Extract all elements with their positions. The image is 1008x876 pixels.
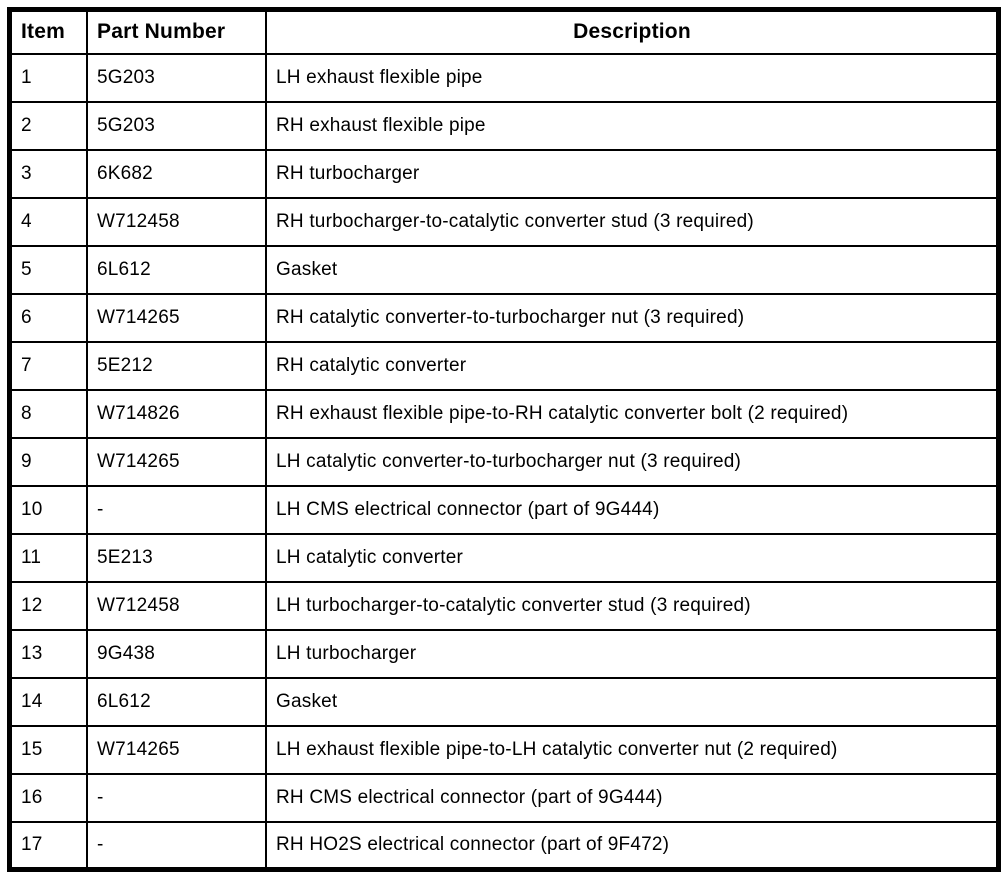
- cell-part-number: W712458: [86, 196, 267, 247]
- cell-item: 15: [8, 724, 88, 775]
- cell-part-number: -: [86, 484, 267, 535]
- cell-description: RH turbocharger-to-catalytic converter s…: [265, 196, 1000, 247]
- table-row: 10-LH CMS electrical connector (part of …: [8, 484, 1000, 535]
- cell-part-number: W712458: [86, 580, 267, 631]
- cell-description: RH turbocharger: [265, 148, 1000, 199]
- column-header-description: Description: [265, 8, 1000, 55]
- column-header-part-number: Part Number: [86, 8, 267, 55]
- cell-description: RH CMS electrical connector (part of 9G4…: [265, 772, 1000, 823]
- parts-table-header: Item Part Number Description: [8, 8, 1000, 55]
- cell-description: LH catalytic converter: [265, 532, 1000, 583]
- cell-item: 13: [8, 628, 88, 679]
- cell-description: RH exhaust flexible pipe: [265, 100, 1000, 151]
- cell-item: 3: [8, 148, 88, 199]
- cell-part-number: 5G203: [86, 52, 267, 103]
- cell-description: RH catalytic converter: [265, 340, 1000, 391]
- cell-part-number: 5E212: [86, 340, 267, 391]
- cell-description: LH exhaust flexible pipe: [265, 52, 1000, 103]
- cell-item: 14: [8, 676, 88, 727]
- cell-part-number: 6L612: [86, 676, 267, 727]
- cell-item: 12: [8, 580, 88, 631]
- cell-item: 16: [8, 772, 88, 823]
- table-row: 17-RH HO2S electrical connector (part of…: [8, 820, 1000, 871]
- cell-item: 7: [8, 340, 88, 391]
- cell-part-number: W714265: [86, 436, 267, 487]
- cell-item: 9: [8, 436, 88, 487]
- cell-description: LH exhaust flexible pipe-to-LH catalytic…: [265, 724, 1000, 775]
- cell-item: 8: [8, 388, 88, 439]
- cell-description: Gasket: [265, 244, 1000, 295]
- cell-part-number: 6K682: [86, 148, 267, 199]
- cell-description: Gasket: [265, 676, 1000, 727]
- cell-item: 17: [8, 820, 88, 871]
- cell-part-number: 5G203: [86, 100, 267, 151]
- cell-part-number: W714826: [86, 388, 267, 439]
- cell-description: LH turbocharger: [265, 628, 1000, 679]
- cell-item: 10: [8, 484, 88, 535]
- cell-part-number: 9G438: [86, 628, 267, 679]
- table-row: 16-RH CMS electrical connector (part of …: [8, 772, 1000, 823]
- cell-item: 4: [8, 196, 88, 247]
- cell-part-number: -: [86, 772, 267, 823]
- cell-item: 1: [8, 52, 88, 103]
- cell-description: RH HO2S electrical connector (part of 9F…: [265, 820, 1000, 871]
- cell-description: LH CMS electrical connector (part of 9G4…: [265, 484, 1000, 535]
- cell-part-number: -: [86, 820, 267, 871]
- cell-part-number: 5E213: [86, 532, 267, 583]
- cell-part-number: W714265: [86, 724, 267, 775]
- cell-part-number: W714265: [86, 292, 267, 343]
- cell-item: 5: [8, 244, 88, 295]
- cell-item: 2: [8, 100, 88, 151]
- cell-description: LH turbocharger-to-catalytic converter s…: [265, 580, 1000, 631]
- cell-description: RH catalytic converter-to-turbocharger n…: [265, 292, 1000, 343]
- cell-item: 11: [8, 532, 88, 583]
- cell-description: LH catalytic converter-to-turbocharger n…: [265, 436, 1000, 487]
- cell-part-number: 6L612: [86, 244, 267, 295]
- header-row: Item Part Number Description: [8, 8, 1000, 55]
- cell-description: RH exhaust flexible pipe-to-RH catalytic…: [265, 388, 1000, 439]
- cell-item: 6: [8, 292, 88, 343]
- column-header-item: Item: [8, 8, 88, 55]
